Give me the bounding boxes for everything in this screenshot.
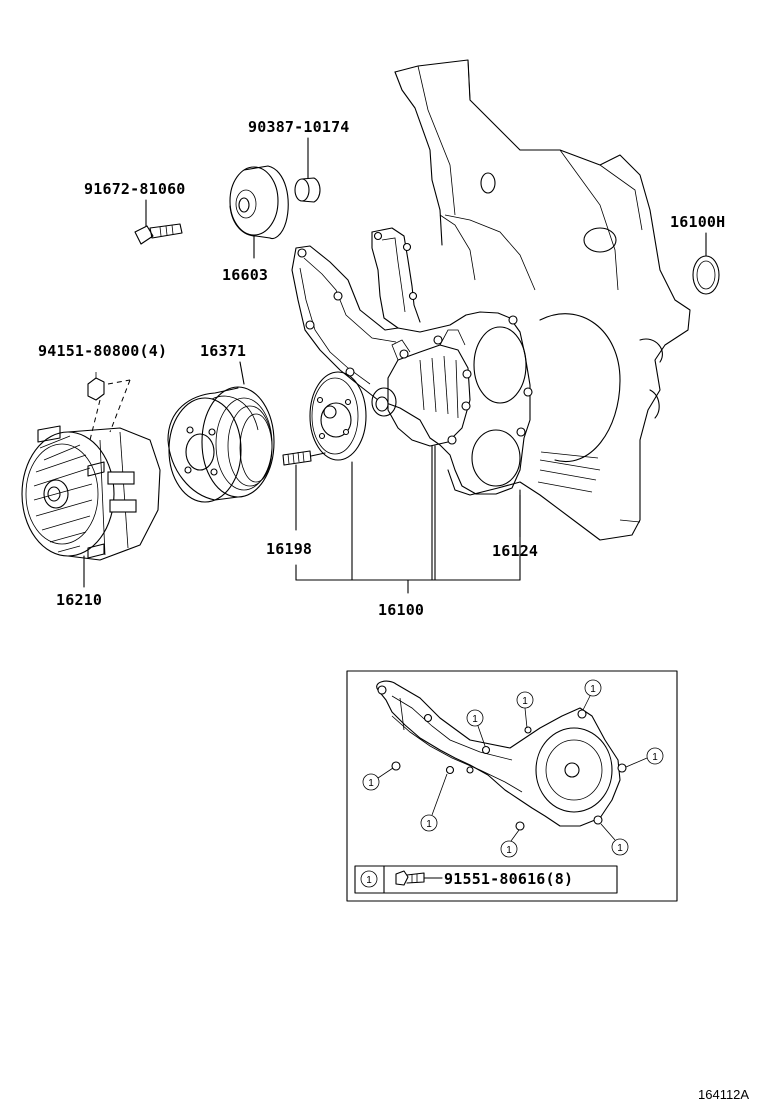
callout-marker xyxy=(584,679,602,697)
legend-part-number: 91551-80616(8) xyxy=(444,870,573,888)
inset-bolt-hole xyxy=(617,763,627,773)
label-16371: 16371 xyxy=(200,342,246,360)
label-16124: 16124 xyxy=(492,542,538,560)
bolt-icon xyxy=(395,870,425,886)
inset-bolt-hole xyxy=(377,685,387,695)
inset-legend xyxy=(354,865,618,894)
assembly-leader-lines xyxy=(239,361,521,594)
bolt-91672 xyxy=(134,199,183,245)
callout-marker xyxy=(420,814,438,832)
timing-cover xyxy=(394,59,691,541)
label-90387-10174: 90387-10174 xyxy=(248,118,350,136)
fan-clutch-16210 xyxy=(21,425,161,588)
collar-90387 xyxy=(294,137,321,203)
o-ring-16100H xyxy=(692,232,720,295)
idler-pulley-16603 xyxy=(229,165,289,259)
callout-number: 1 xyxy=(472,714,478,725)
callout-number: 1 xyxy=(522,696,528,707)
inset-bolt-hole xyxy=(515,821,525,831)
callout-marker xyxy=(500,840,518,858)
inset-bolt-hole xyxy=(466,766,474,774)
inset-bolt-hole xyxy=(391,761,401,771)
legend-marker-number: 1 xyxy=(366,875,372,886)
callout-number: 1 xyxy=(652,752,658,763)
inset-bolt-hole xyxy=(577,709,587,719)
callout-marker xyxy=(362,773,380,791)
callout-number: 1 xyxy=(617,843,623,854)
pulley-16371 xyxy=(167,386,275,503)
label-16100H: 16100H xyxy=(670,213,725,231)
inset-bolt-hole xyxy=(445,765,455,775)
inset-bolt-hole xyxy=(524,726,532,734)
label-16210: 16210 xyxy=(56,591,102,609)
pump-housing-gasket-loop xyxy=(371,227,421,329)
pump-flange xyxy=(309,371,367,461)
stud-16198 xyxy=(282,450,326,466)
callout-marker xyxy=(466,709,484,727)
callout-marker xyxy=(611,838,629,856)
nut-94151 xyxy=(87,372,131,441)
callout-marker xyxy=(646,747,664,765)
label-91672-81060: 91672-81060 xyxy=(84,180,186,198)
label-16100: 16100 xyxy=(378,601,424,619)
callout-number: 1 xyxy=(590,684,596,695)
inset-bolt-hole xyxy=(481,745,491,755)
label-16603: 16603 xyxy=(222,266,268,284)
bolt-location-inset: 1 1 1 1 1 1 1 1 1 91551-80616(8) xyxy=(346,670,678,902)
label-94151-80800: 94151-80800(4) xyxy=(38,342,167,360)
water-pump xyxy=(371,329,472,447)
inset-frame xyxy=(346,670,678,902)
inset-bolt-hole xyxy=(423,713,433,723)
callout-number: 1 xyxy=(506,845,512,856)
label-16198: 16198 xyxy=(266,540,312,558)
inset-bolt-hole xyxy=(593,815,603,825)
legend-marker xyxy=(360,870,378,888)
callout-number: 1 xyxy=(368,778,374,789)
callout-number: 1 xyxy=(426,819,432,830)
figure-id: 164112A xyxy=(698,1087,749,1102)
